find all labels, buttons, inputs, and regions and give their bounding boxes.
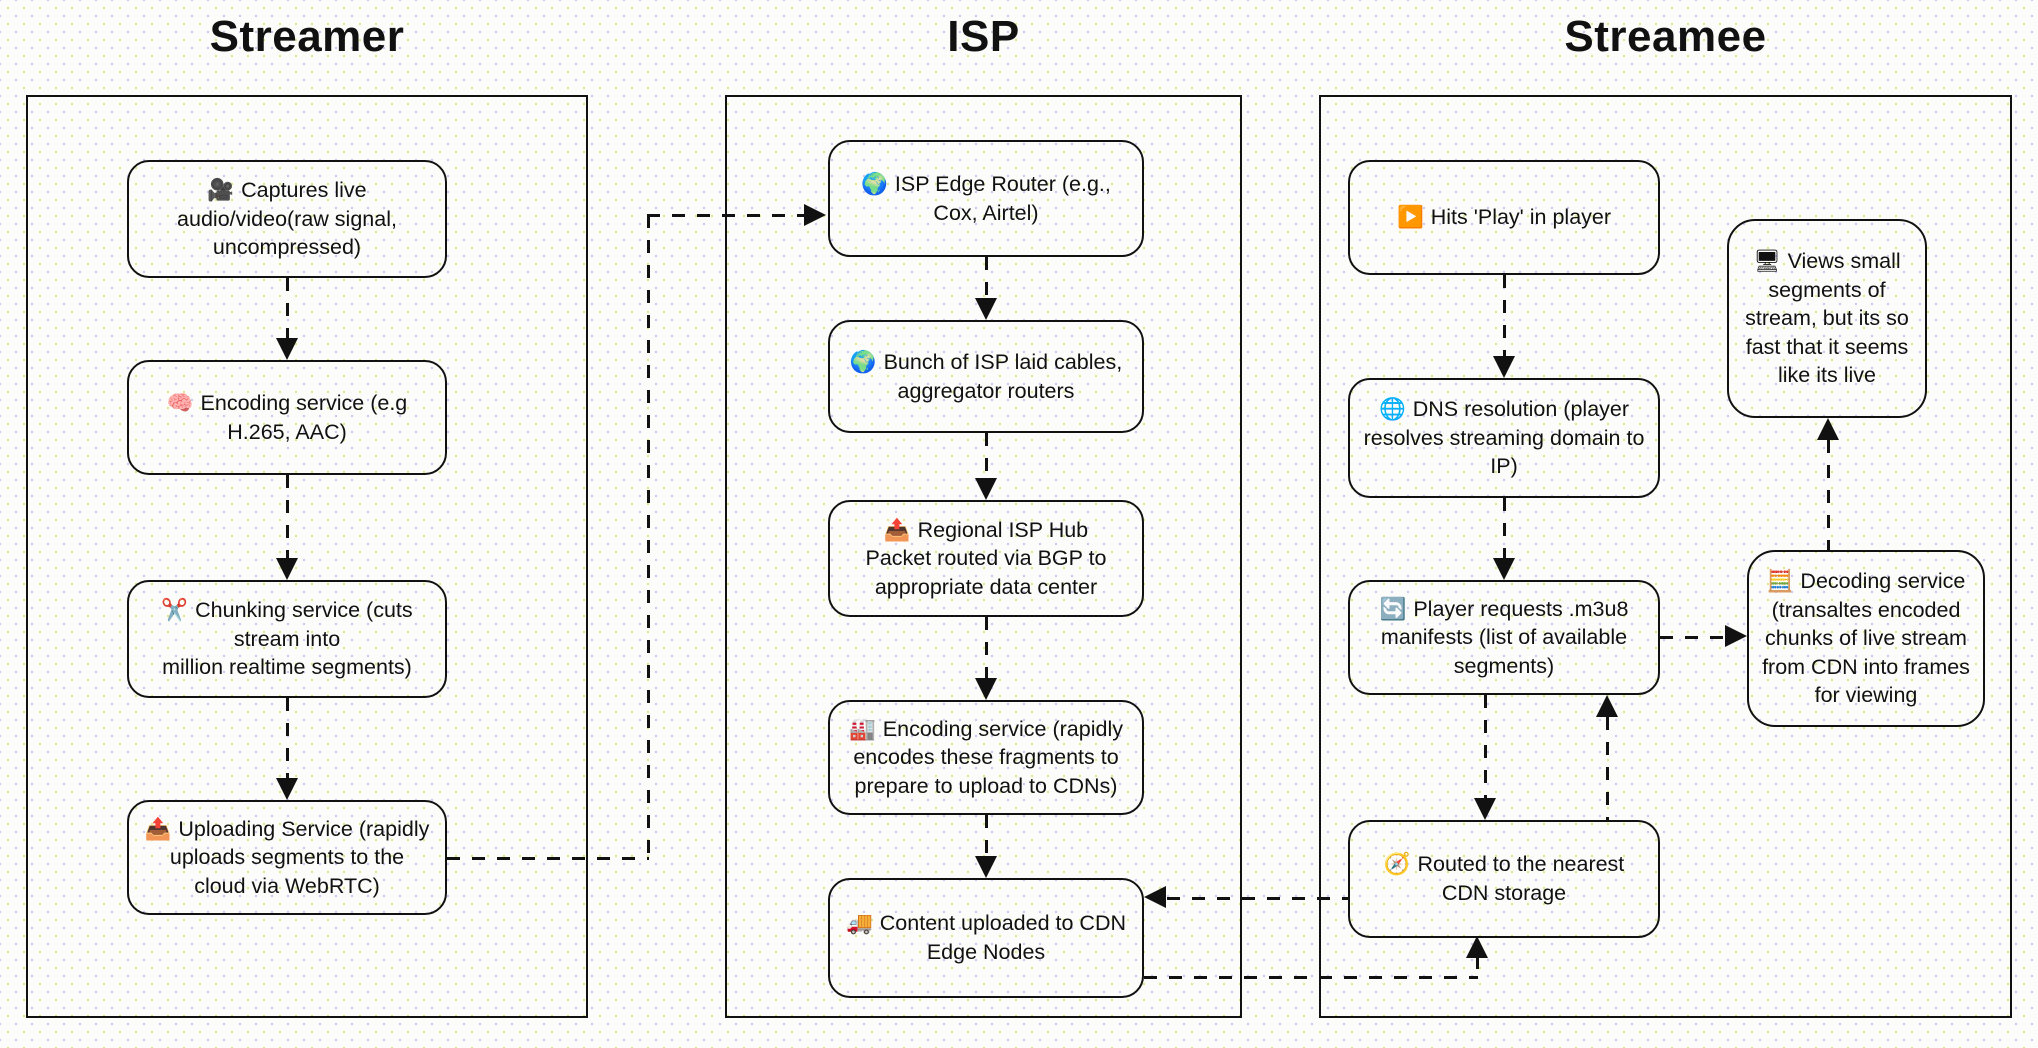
arrowhead-down-icon — [276, 338, 298, 360]
column-title-isp: ISP — [947, 12, 1020, 61]
node-label: DNS resolution (player resolves streamin… — [1363, 397, 1645, 479]
globe-meridians-icon: 🌐 — [1378, 397, 1406, 422]
connector-dns-to-manifest — [1503, 498, 1506, 560]
node-label: Content uploaded to CDN Edge Nodes — [879, 911, 1126, 964]
connector-hub-to-encoding — [985, 617, 988, 680]
node-player-requests-manifest: 🔄Player requests .m3u8 manifests (list o… — [1348, 580, 1660, 695]
node-label: Chunking service (cuts stream into milli… — [162, 598, 413, 680]
isp-lane — [725, 95, 1242, 1018]
connector-manifest-to-decoding — [1660, 636, 1726, 639]
node-label: Encoding service (rapidly encodes these … — [853, 716, 1123, 798]
movie-camera-icon: 🎥 — [207, 178, 235, 203]
node-isp-encoding-service: 🏭Encoding service (rapidly encodes these… — [828, 700, 1144, 815]
arrowhead-up-icon — [1817, 418, 1839, 440]
node-cdn-edge-nodes: 🚚Content uploaded to CDN Edge Nodes — [828, 878, 1144, 998]
node-views-small-segments: 🖥Views small segments of stream, but its… — [1727, 219, 1927, 418]
node-label: Encoding service (e.g H.265, AAC) — [200, 390, 408, 444]
delivery-truck-icon: 🚚 — [846, 911, 873, 936]
scissors-icon: ✂️ — [161, 598, 189, 623]
arrowhead-down-icon — [1493, 356, 1515, 378]
play-button-icon: ▶️ — [1396, 205, 1424, 230]
connector-edge-router-to-cables — [985, 257, 988, 300]
connector-manifest-to-routed — [1484, 695, 1487, 800]
column-title-streamer: Streamer — [209, 12, 405, 61]
node-decoding-service: 🧮Decoding service (transaltes encoded ch… — [1747, 550, 1985, 727]
connector-play-to-dns — [1503, 275, 1506, 358]
node-uploading-service: 📤Uploading Service (rapidly uploads segm… — [127, 800, 447, 915]
factory-icon: 🏭 — [849, 716, 876, 741]
node-hits-play: ▶️Hits 'Play' in player — [1348, 160, 1660, 275]
arrowhead-down-icon — [1493, 558, 1515, 580]
outbox-tray-icon: 📤 — [883, 517, 911, 542]
connector-uploading-to-isp-horizontal — [447, 857, 649, 860]
column-title-streamee: Streamee — [1564, 12, 1767, 61]
node-routed-to-cdn-storage: 🧭Routed to the nearest CDN storage — [1348, 820, 1660, 938]
arrowhead-up-icon — [1466, 936, 1488, 958]
connector-chunking-to-uploading — [286, 698, 289, 780]
globe-earth-icon: 🌍 — [849, 349, 877, 374]
node-isp-edge-router: 🌍ISP Edge Router (e.g., Cox, Airtel) — [828, 140, 1144, 257]
node-label: Captures live audio/video(raw signal, un… — [177, 178, 397, 260]
arrowhead-down-icon — [276, 778, 298, 800]
arrows-cycle-icon: 🔄 — [1379, 596, 1407, 621]
arrowhead-left-icon — [1144, 886, 1166, 908]
node-chunking-service: ✂️Chunking service (cuts stream into mil… — [127, 580, 447, 698]
node-regional-isp-hub: 📤Regional ISP Hub Packet routed via BGP … — [828, 500, 1144, 617]
connector-uploading-to-isp-vertical — [647, 215, 650, 858]
connector-encoding-to-chunking — [286, 475, 289, 560]
node-label: Player requests .m3u8 manifests (list of… — [1380, 596, 1629, 678]
connector-cables-to-hub — [985, 433, 988, 480]
arrowhead-down-icon — [975, 298, 997, 320]
arrowhead-down-icon — [1474, 798, 1496, 820]
arrowhead-right-icon — [804, 204, 826, 226]
connector-encoding-to-cdn-nodes — [985, 815, 988, 858]
outbox-tray-icon: 📤 — [144, 816, 172, 841]
connector-routed-to-manifest — [1606, 717, 1609, 820]
node-label: Hits 'Play' in player — [1430, 205, 1612, 230]
brain-icon: 🧠 — [166, 390, 194, 415]
node-label: ISP Edge Router (e.g., Cox, Airtel) — [894, 171, 1111, 225]
connector-uploading-to-isp-top — [647, 214, 804, 217]
connector-routed-to-cdn-nodes — [1167, 897, 1348, 900]
abacus-icon: 🧮 — [1766, 569, 1794, 594]
connector-cdn-nodes-to-routed-vertical — [1476, 956, 1479, 978]
node-label: Regional ISP Hub Packet routed via BGP t… — [865, 517, 1107, 599]
streamee-lane — [1319, 95, 2012, 1018]
node-label: Uploading Service (rapidly uploads segme… — [169, 816, 430, 898]
connector-captures-to-encoding — [286, 278, 289, 340]
connector-cdn-nodes-to-routed-horizontal — [1144, 976, 1478, 979]
compass-icon: 🧭 — [1383, 852, 1411, 877]
arrowhead-down-icon — [975, 478, 997, 500]
node-isp-cables: 🌍Bunch of ISP laid cables, aggregator ro… — [828, 320, 1144, 433]
desktop-computer-icon: 🖥 — [1753, 249, 1781, 274]
arrowhead-up-icon — [1596, 695, 1618, 717]
node-dns-resolution: 🌐DNS resolution (player resolves streami… — [1348, 378, 1660, 498]
globe-earth-icon: 🌍 — [861, 171, 888, 196]
node-encoding-service: 🧠Encoding service (e.g H.265, AAC) — [127, 360, 447, 475]
arrowhead-down-icon — [975, 678, 997, 700]
streamer-lane — [26, 95, 588, 1018]
node-label: Decoding service (transaltes encoded chu… — [1762, 569, 1970, 708]
node-label: Routed to the nearest CDN storage — [1417, 852, 1625, 905]
arrowhead-down-icon — [975, 856, 997, 878]
arrowhead-down-icon — [276, 558, 298, 580]
node-captures-live: 🎥Captures live audio/video(raw signal, u… — [127, 160, 447, 278]
node-label: Views small segments of stream, but its … — [1745, 249, 1909, 388]
node-label: Bunch of ISP laid cables, aggregator rou… — [883, 349, 1123, 403]
connector-decoding-to-views — [1827, 440, 1830, 550]
arrowhead-right-icon — [1725, 625, 1747, 647]
